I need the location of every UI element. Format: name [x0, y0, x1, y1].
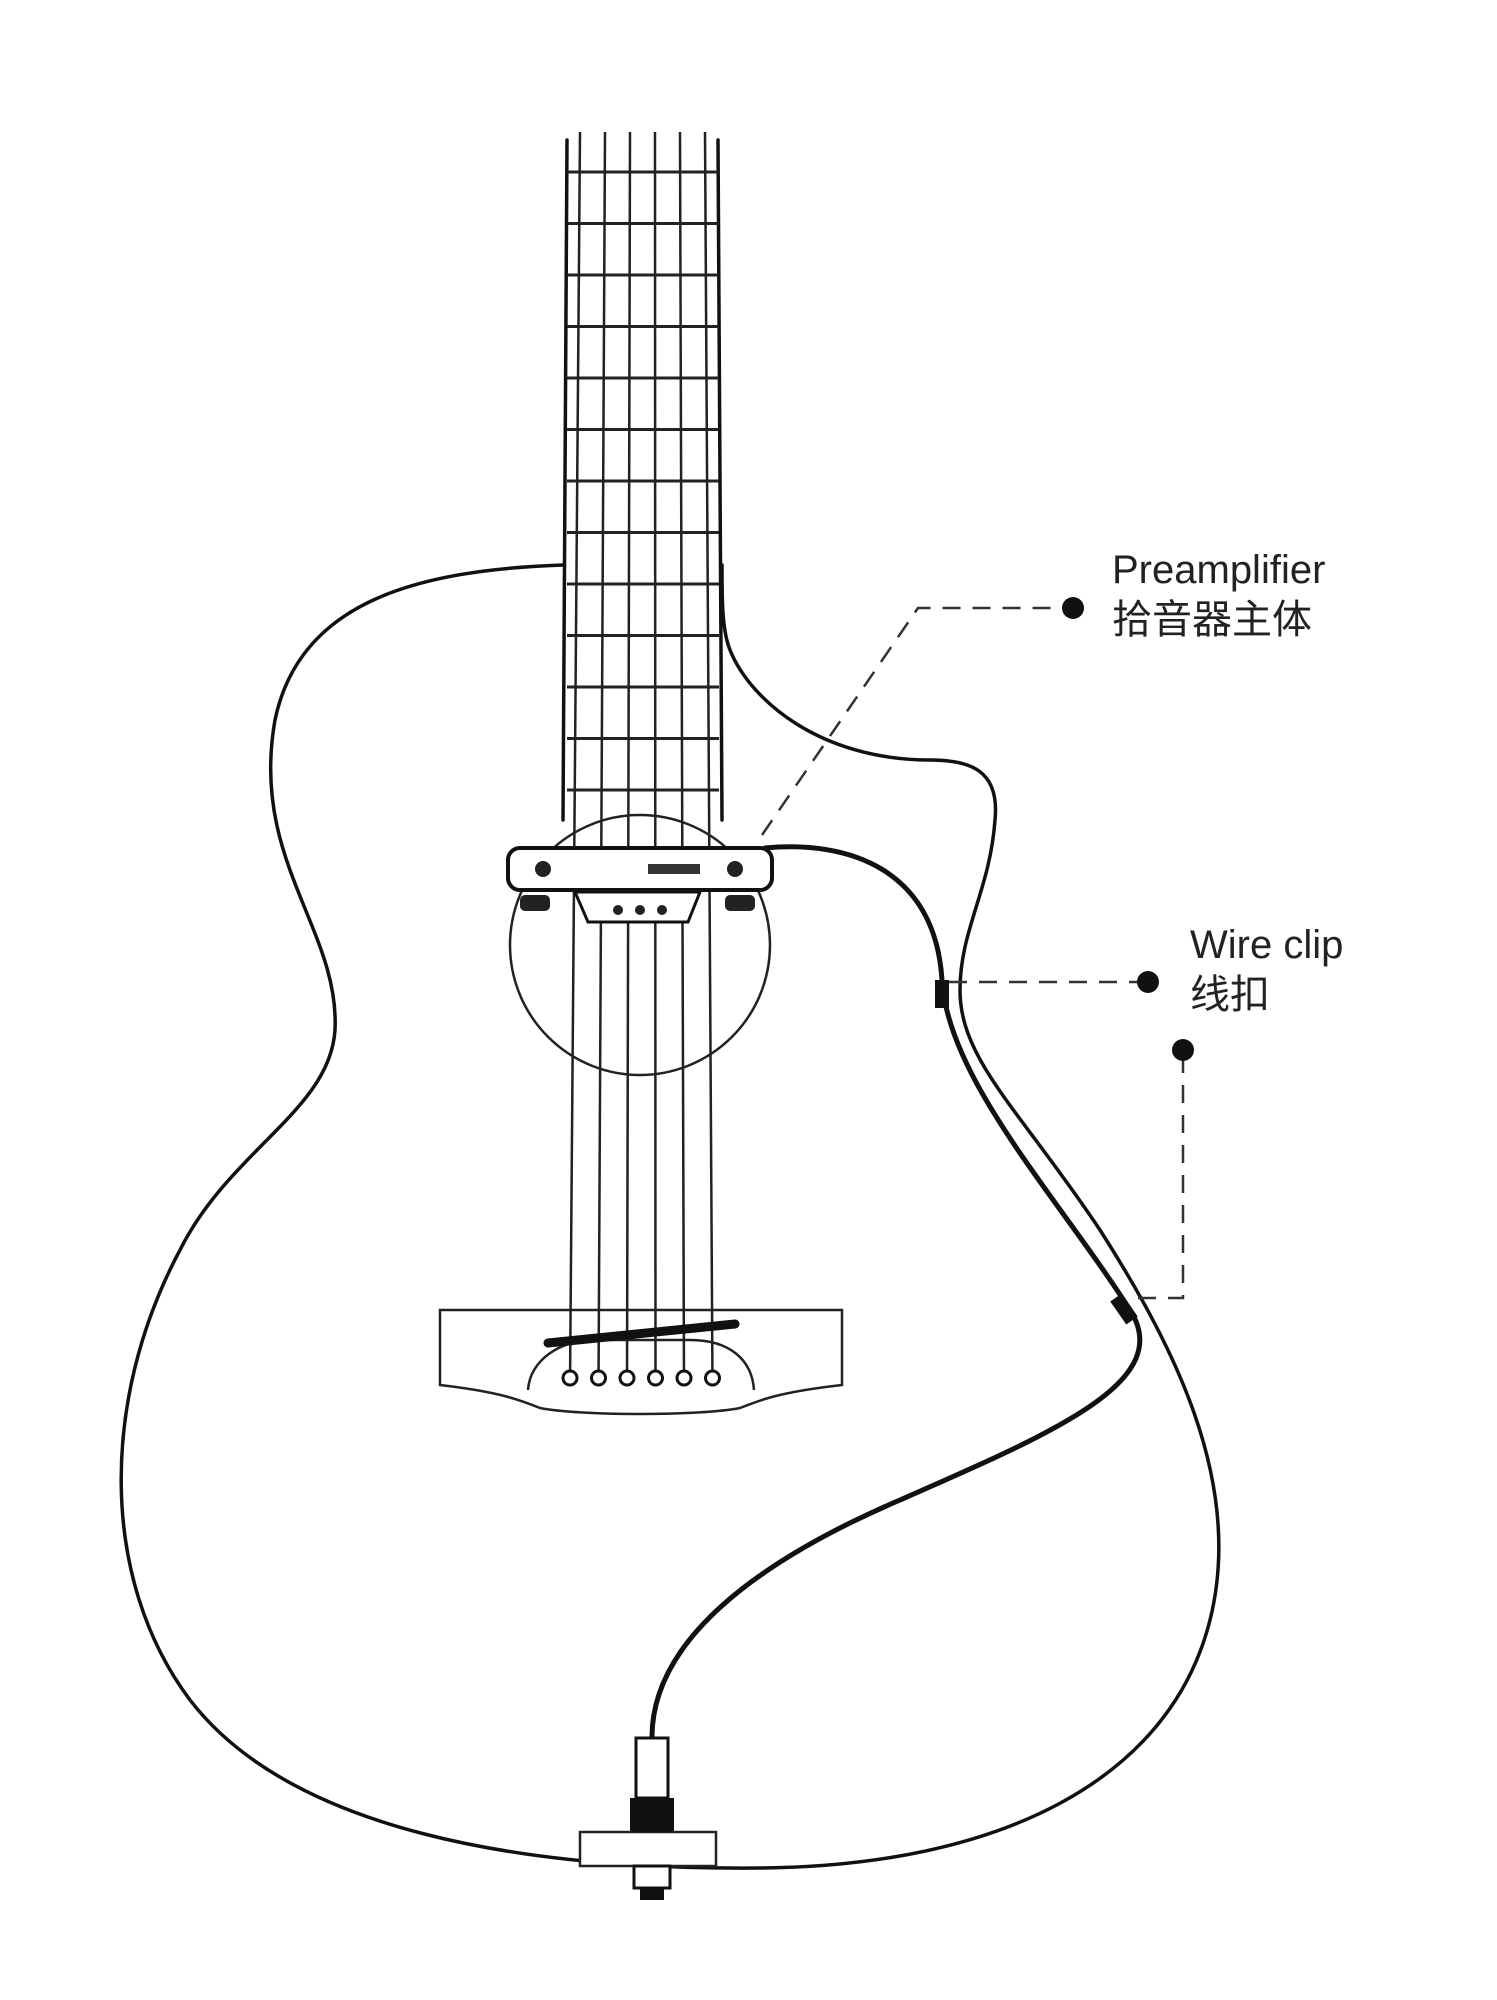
sound-hole	[508, 813, 772, 1077]
preamplifier-label: Preamplifier 拾音器主体	[1112, 545, 1325, 645]
bridge-pins	[561, 1369, 721, 1387]
string-3	[625, 131, 632, 1386]
guitar-body-outline	[119, 563, 1221, 1870]
bridge-pin-3	[618, 1369, 636, 1387]
guitar-neck	[561, 138, 724, 822]
guitar-strings	[568, 131, 714, 1386]
wire-clip-upper	[935, 980, 949, 1008]
preamplifier-leader	[760, 606, 1070, 836]
wire-clip-label-zh: 线扣	[1190, 973, 1270, 1017]
string-2	[597, 131, 607, 1386]
preamplifier-leader-dot	[1062, 597, 1084, 619]
wire-clip-leader-lower	[1138, 1058, 1185, 1300]
string-4	[653, 131, 657, 1386]
preamplifier-unit	[506, 846, 774, 924]
bridge-pin-5	[675, 1369, 693, 1387]
output-jack	[578, 1736, 718, 1900]
string-6	[703, 131, 714, 1386]
string-5	[678, 131, 686, 1386]
wire-clip-lower	[1110, 1293, 1138, 1325]
bridge-pin-6	[704, 1369, 721, 1387]
bridge-pin-1	[561, 1369, 579, 1387]
wire-clip-leader-dot-upper	[1137, 971, 1159, 993]
wire-clip-label: Wire clip 线扣	[1190, 920, 1343, 1020]
bridge-pin-2	[590, 1369, 607, 1387]
string-1	[568, 131, 582, 1386]
bridge	[438, 1308, 844, 1416]
bridge-pin-4	[647, 1369, 664, 1387]
preamplifier-label-en: Preamplifier	[1112, 548, 1326, 592]
wire-clip-label-en: Wire clip	[1190, 923, 1344, 967]
preamplifier-label-zh: 拾音器主体	[1112, 598, 1312, 642]
frets	[567, 170, 719, 792]
pickup-cable	[649, 844, 1143, 1743]
wire-clip-leader-dot-lower	[1172, 1039, 1194, 1061]
